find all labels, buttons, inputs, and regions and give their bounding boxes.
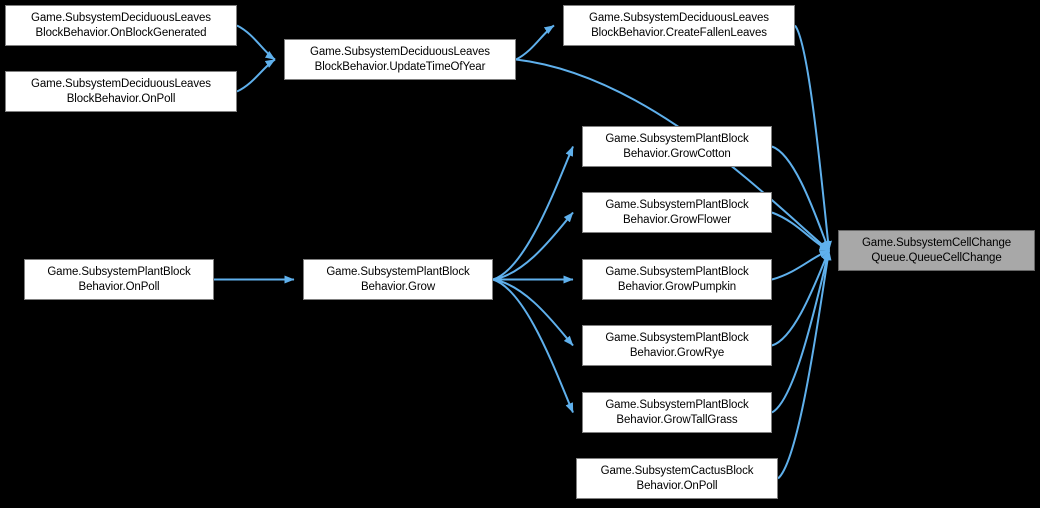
node-label-line2: Behavior.Grow [360, 280, 436, 293]
node-label-line2: Queue.QueueCellChange [871, 251, 1002, 264]
node-label-line2: BlockBehavior.UpdateTimeOfYear [314, 60, 486, 73]
node-label-line2: BlockBehavior.OnPoll [66, 92, 176, 105]
graph-edge-deciduous_createfallenleaves-to-queue_cellchange [794, 24, 832, 251]
node-label-line2: Behavior.GrowRye [629, 346, 725, 359]
graph-edge-deciduous_updatetimeofyear-to-deciduous_createfallenleaves [515, 24, 555, 61]
node-label-line2: Behavior.OnPoll [78, 280, 160, 293]
node-label-line1: Game.SubsystemPlantBlock [326, 265, 470, 278]
graph-edge-cactus_onpoll-to-queue_cellchange [777, 250, 832, 480]
graph-edge-plant_grow-to-grow_flower [492, 211, 574, 281]
node-label-line1: Game.SubsystemCactusBlock [600, 464, 754, 477]
graph-edge-grow_cotton-to-queue_cellchange [771, 145, 830, 251]
node-label-line1: Game.SubsystemPlantBlock [47, 265, 191, 278]
node-label-line1: Game.SubsystemDeciduousLeaves [31, 77, 211, 90]
node-label-line2: Behavior.GrowCotton [623, 147, 731, 160]
node-label-line1: Game.SubsystemPlantBlock [605, 331, 749, 344]
node-label-line1: Game.SubsystemCellChange [861, 236, 1012, 249]
node-label-line1: Game.SubsystemPlantBlock [605, 398, 749, 411]
graph-edge-grow_rye-to-queue_cellchange [771, 250, 830, 347]
graph-edge-grow_tallgrass-to-queue_cellchange [771, 250, 831, 414]
graph-edge-plant_grow-to-grow_cotton [492, 146, 574, 281]
node-label-line2: BlockBehavior.OnBlockGenerated [35, 26, 207, 39]
graph-edge-deciduous_onblockgenerated-to-deciduous_updatetimeofyear [236, 24, 276, 61]
graph-edge-grow_flower-to-queue_cellchange [771, 211, 830, 252]
node-label-line1: Game.SubsystemPlantBlock [605, 198, 749, 211]
node-label-line2: Behavior.OnPoll [636, 479, 718, 492]
graph-edge-plant_grow-to-grow_rye [492, 278, 574, 347]
node-label-line1: Game.SubsystemDeciduousLeaves [589, 11, 769, 24]
node-label-line1: Game.SubsystemPlantBlock [605, 132, 749, 145]
node-label-line2: Behavior.GrowFlower [622, 213, 732, 226]
node-label-line1: Game.SubsystemDeciduousLeaves [310, 45, 490, 58]
node-label-line2: Behavior.GrowPumpkin [617, 280, 737, 293]
graph-edge-grow_pumpkin-to-queue_cellchange [771, 249, 830, 281]
graph-edge-plant_grow-to-grow_tallgrass [492, 278, 574, 413]
node-label-line1: Game.SubsystemDeciduousLeaves [31, 11, 211, 24]
node-label-line1: Game.SubsystemPlantBlock [605, 265, 749, 278]
node-label-line2: Behavior.GrowTallGrass [616, 413, 738, 426]
graph-edge-deciduous_onpoll-to-deciduous_updatetimeofyear [236, 58, 276, 93]
node-label-line2: BlockBehavior.CreateFallenLeaves [591, 26, 767, 39]
